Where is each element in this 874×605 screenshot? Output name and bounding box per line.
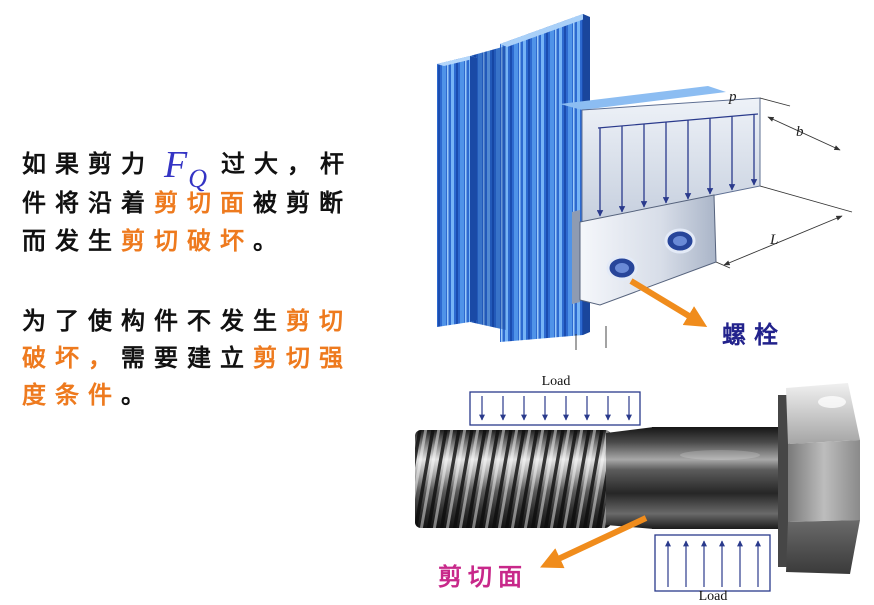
bolt-shank <box>652 427 784 529</box>
bolt-head-inner <box>615 263 629 273</box>
bolt-head-highlight <box>818 396 846 408</box>
column-front-flange-edge <box>470 56 477 322</box>
text-segment: 。 <box>121 381 154 409</box>
figures-panel: p b L 螺栓 <box>415 14 860 604</box>
bottom-load-arrows <box>665 540 761 587</box>
paragraph-1-line-2: 件将沿着剪切面被剪断 <box>22 188 352 218</box>
bolt-illustration: Load Load 剪切面 <box>415 374 860 604</box>
distributed-load-line <box>597 113 759 129</box>
length-label: L <box>769 232 778 248</box>
top-load-diagram: Load <box>469 374 641 426</box>
emphasis-text: 剪切破坏 <box>121 227 253 255</box>
extension-line <box>715 261 731 269</box>
text-segment: 件将沿着 <box>22 189 154 217</box>
dimension-line-b <box>767 116 841 151</box>
bolt-head-inner <box>673 236 687 246</box>
column-back-flange-top <box>500 14 590 47</box>
emphasis-text: 剪切强 <box>253 344 352 372</box>
emphasis-text: 剪切面 <box>154 189 253 217</box>
top-load-box <box>469 391 641 426</box>
top-load-label: Load <box>542 374 571 389</box>
bolt-head-lower-face <box>786 520 860 574</box>
load-intensity-label: p <box>728 89 737 105</box>
bolt-pointer-arrow <box>629 278 708 327</box>
bottom-load-diagram: Load <box>654 534 771 604</box>
column-web-shade <box>470 46 506 330</box>
column-front-flange-top <box>437 56 477 66</box>
text-segment: 被剪断 <box>253 189 352 217</box>
extension-line <box>759 97 791 107</box>
text-segment: 需要建立 <box>121 344 253 372</box>
distributed-load-arrows <box>596 114 758 217</box>
text-segment: 。 <box>253 227 286 255</box>
top-load-arrows <box>479 396 632 421</box>
text-segment: 为了使构件不发生 <box>22 307 286 335</box>
bolt <box>415 383 860 574</box>
bolt-head-upper-face <box>786 383 860 444</box>
shank-highlight <box>680 450 760 460</box>
dimension-lines <box>575 97 853 350</box>
shear-plane-callout-label: 剪切面 <box>438 563 528 591</box>
dimension-line-l <box>723 215 843 266</box>
emphasis-text: 度条件 <box>22 381 121 409</box>
paragraph-2-line-3: 度条件。 <box>22 380 154 410</box>
angle-bracket-leg <box>572 210 580 304</box>
bolt-head <box>606 255 638 281</box>
bolt-thread-runout <box>606 427 654 529</box>
text-segment: 过大，杆 <box>221 150 353 178</box>
paragraph-1-line-3: 而发生剪切破坏。 <box>22 226 286 256</box>
connection-illustration: p b L 螺栓 <box>437 14 853 350</box>
symbol-main: F <box>164 144 188 186</box>
bolt-head-middle-face <box>788 440 860 522</box>
angle-bracket <box>572 194 717 306</box>
paragraph-1-line-1: 如果剪力 FQ 过大，杆 <box>22 146 353 192</box>
paragraph-2-line-2: 破坏，需要建立剪切强 <box>22 343 352 373</box>
symbol-subscript: Q <box>188 164 207 193</box>
connected-beam <box>560 86 761 330</box>
emphasis-text: 破坏， <box>22 344 121 372</box>
bolt-callout-label: 螺栓 <box>722 321 786 349</box>
extension-line <box>759 185 853 213</box>
bolt-head-bearing-face <box>778 395 790 567</box>
column-front-flange <box>437 56 470 327</box>
shear-plane-pointer-arrow <box>540 515 648 569</box>
bolt-thread-ridges <box>415 430 611 528</box>
text-segment: 如果剪力 <box>22 150 154 178</box>
bottom-load-box <box>654 534 771 592</box>
shear-force-symbol: FQ <box>164 144 207 192</box>
bottom-load-label: Load <box>699 589 728 604</box>
width-label: b <box>796 124 804 140</box>
paragraph-2-line-1: 为了使构件不发生剪切 <box>22 306 352 336</box>
emphasis-text: 剪切 <box>286 307 352 335</box>
text-segment: 而发生 <box>22 227 121 255</box>
bolt-head <box>664 228 696 254</box>
column-web <box>470 46 506 330</box>
beam-top-flange <box>560 86 726 110</box>
